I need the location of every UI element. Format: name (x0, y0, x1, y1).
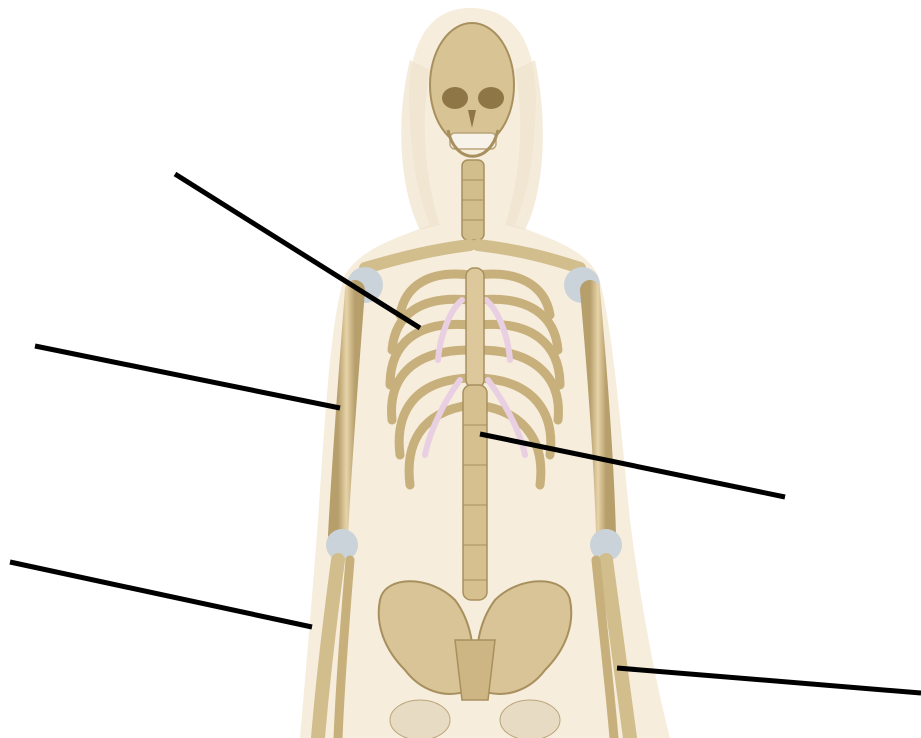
leader-line-forearm-right (617, 668, 921, 693)
leader-line-humerus (35, 346, 340, 408)
vertebral-column (463, 385, 487, 600)
cervical-spine (462, 160, 484, 240)
sternum (466, 268, 484, 388)
leader-line-forearm-left (10, 562, 312, 627)
